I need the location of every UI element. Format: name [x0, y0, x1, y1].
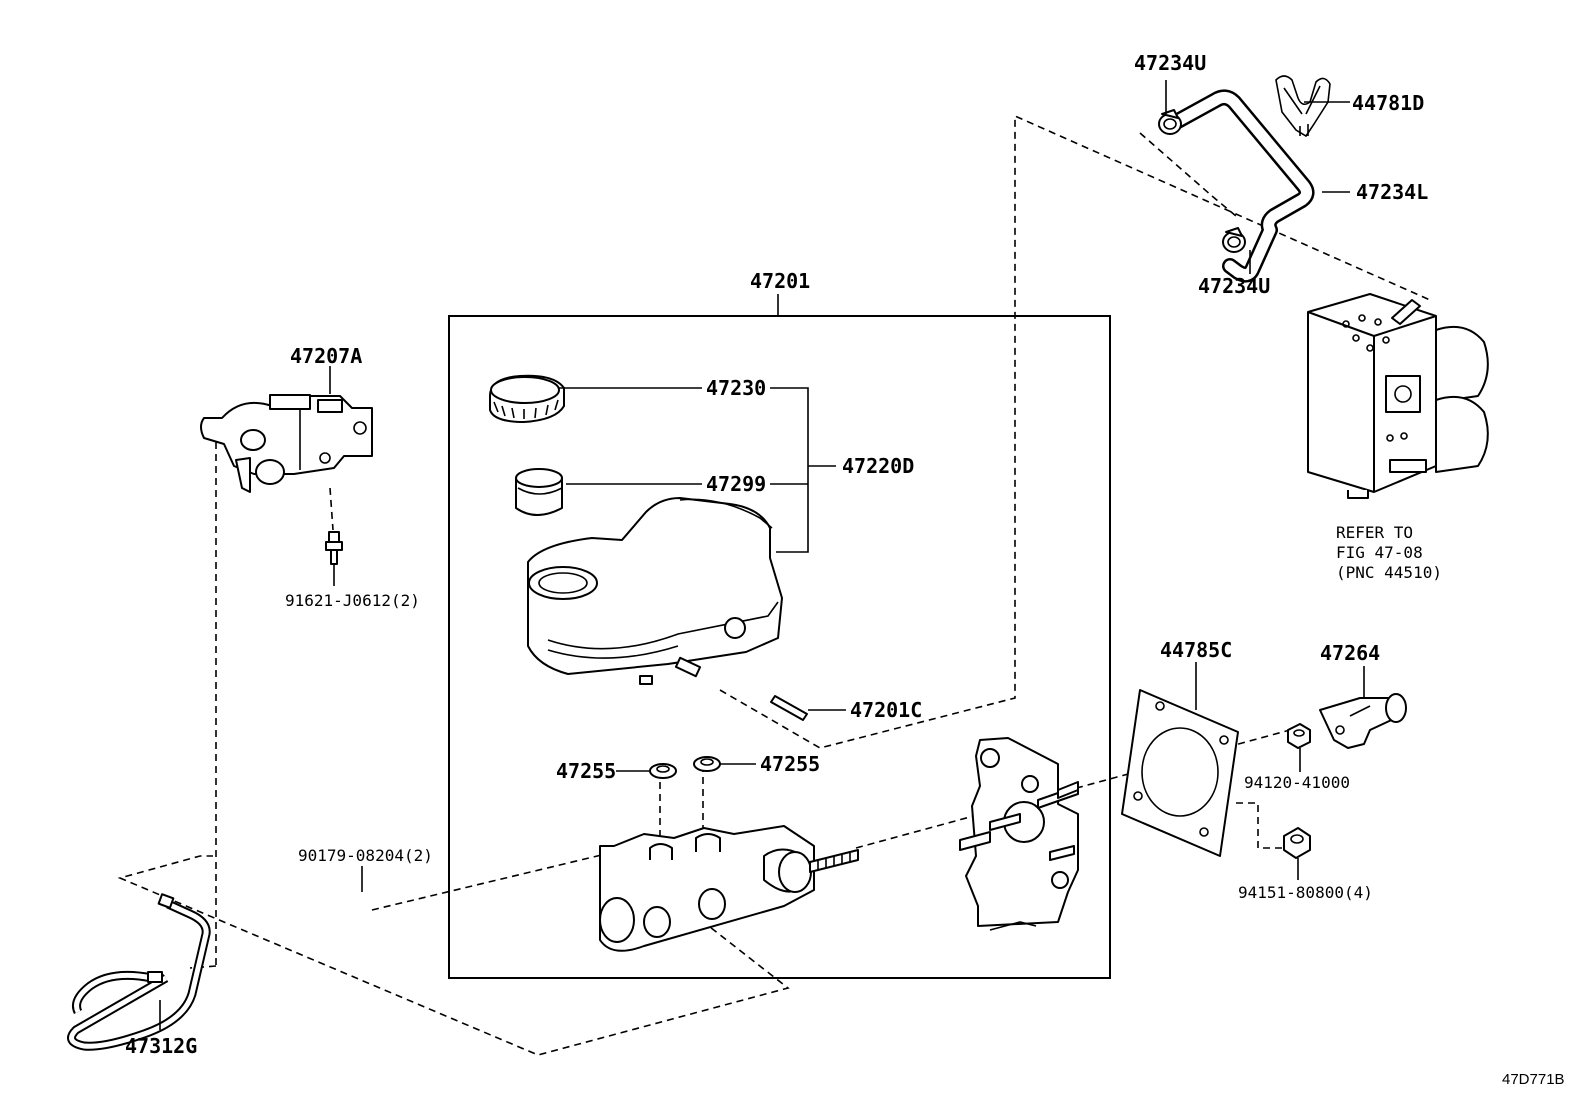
reference-line-1: REFER TO [1336, 523, 1413, 542]
label-47255-right: 47255 [760, 752, 820, 776]
label-94151: 94151-80800(4) [1238, 883, 1373, 902]
part-47299-strainer[interactable] [515, 468, 563, 516]
label-90179: 90179-08204(2) [298, 846, 433, 865]
label-44781D: 44781D [1352, 91, 1424, 115]
label-47234L: 47234L [1356, 180, 1428, 204]
part-47207A-valve[interactable] [200, 394, 373, 493]
part-47234L-hose[interactable] [1168, 89, 1315, 283]
reference-line-3: (PNC 44510) [1336, 563, 1442, 582]
label-47234U-bottom: 47234U [1198, 274, 1270, 298]
label-47207A: 47207A [290, 344, 362, 368]
label-47264: 47264 [1320, 641, 1380, 665]
label-47230: 47230 [706, 376, 766, 400]
part-47230-cap[interactable] [489, 374, 565, 423]
part-47220D-reservoir[interactable] [527, 497, 783, 685]
part-47255-grommet-left[interactable] [649, 763, 677, 779]
label-47234U-top: 47234U [1134, 51, 1206, 75]
part-44785C-gasket[interactable] [1121, 689, 1239, 857]
part-master-cylinder[interactable] [599, 825, 859, 952]
reference-line-2: FIG 47-08 [1336, 543, 1423, 562]
assembly-box-47201 [448, 315, 1111, 979]
diagram-code: 47D771B [1502, 1071, 1565, 1088]
label-91621: 91621-J0612(2) [285, 591, 420, 610]
label-47220D: 47220D [842, 454, 914, 478]
label-94120: 94120-41000 [1244, 773, 1350, 792]
part-91621-bolt[interactable] [325, 531, 343, 565]
label-47255-left: 47255 [556, 759, 616, 783]
leader-lines [159, 80, 1365, 1030]
part-47234U-clamp-top[interactable] [1158, 109, 1182, 135]
part-94120-nut[interactable] [1287, 723, 1311, 749]
part-94151-nut[interactable] [1283, 827, 1311, 859]
label-47312G: 47312G [125, 1034, 197, 1058]
part-47201C-pin[interactable] [770, 695, 808, 721]
label-47201: 47201 [750, 269, 810, 293]
part-44781D-clip[interactable] [1275, 75, 1331, 138]
label-47201C: 47201C [850, 698, 922, 722]
part-47312G-tube[interactable] [67, 893, 211, 1051]
abs-actuator-reference[interactable] [1307, 293, 1489, 499]
label-47299: 47299 [706, 472, 766, 496]
part-booster-plate[interactable] [959, 737, 1079, 931]
part-47255-grommet-right[interactable] [693, 756, 721, 772]
label-44785C: 44785C [1160, 638, 1232, 662]
part-47264-clevis[interactable] [1319, 693, 1407, 749]
part-47234U-clamp-bottom[interactable] [1222, 227, 1246, 253]
